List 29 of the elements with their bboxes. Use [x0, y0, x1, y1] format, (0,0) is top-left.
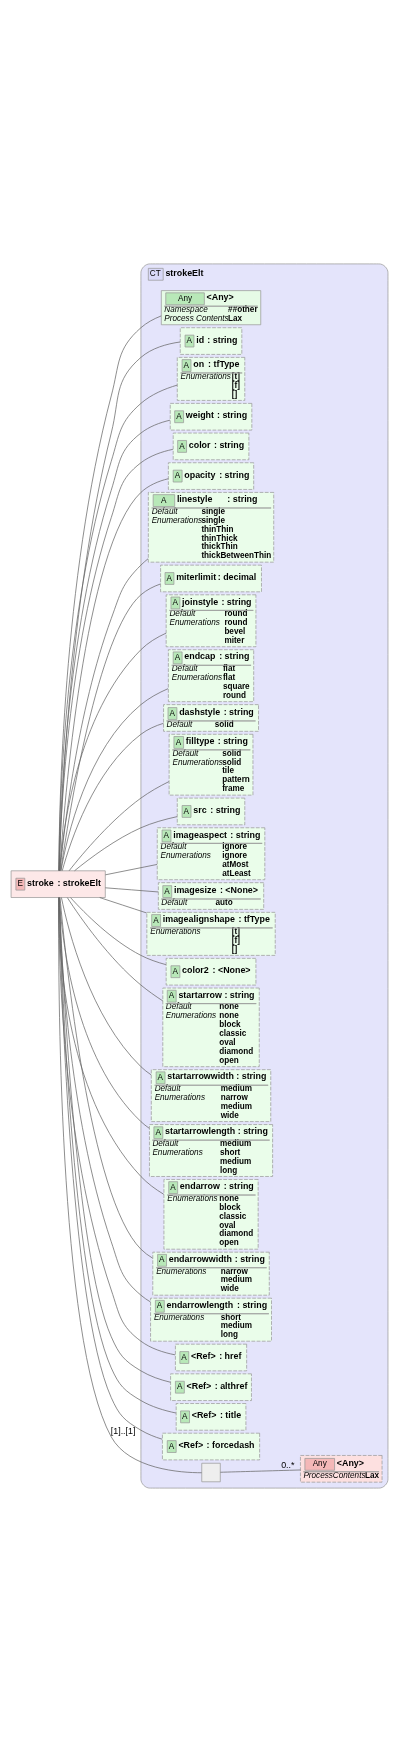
node-box: A color : string: [172, 432, 250, 461]
edge-label: [1]..[1]: [110, 1426, 136, 1437]
node-box: A id : string: [179, 327, 243, 355]
connector: [105, 887, 159, 893]
connector: [74, 816, 178, 872]
connector: [70, 897, 167, 965]
connector: [67, 897, 164, 1002]
node-box: A <Ref> : forcedash: [162, 1432, 260, 1461]
node-box: [201, 1462, 221, 1483]
node-box: A color2 : <None>: [165, 958, 257, 986]
connector: [61, 722, 164, 872]
node-box: A miterlimit : decimal: [160, 564, 262, 593]
node-box: A <Ref> : href: [175, 1343, 247, 1372]
connector: [60, 583, 161, 871]
connector: [220, 1469, 301, 1473]
node-box: A <Ref> : title: [175, 1403, 247, 1431]
node-box: E stroke : strokeElt: [10, 870, 106, 898]
node-box: A src : string: [176, 797, 246, 826]
connector: [61, 897, 152, 1076]
connector: [59, 632, 167, 872]
node-box: A <Ref> : althref: [170, 1373, 252, 1401]
connector: [99, 897, 147, 914]
edge-label: 0..*: [281, 1459, 295, 1470]
connector: [58, 315, 162, 872]
node-box: A opacity : string: [168, 462, 255, 490]
connector: [105, 864, 158, 876]
node-box: A weight : string: [169, 403, 253, 431]
connector: [59, 897, 150, 1129]
connector: [58, 897, 202, 1474]
